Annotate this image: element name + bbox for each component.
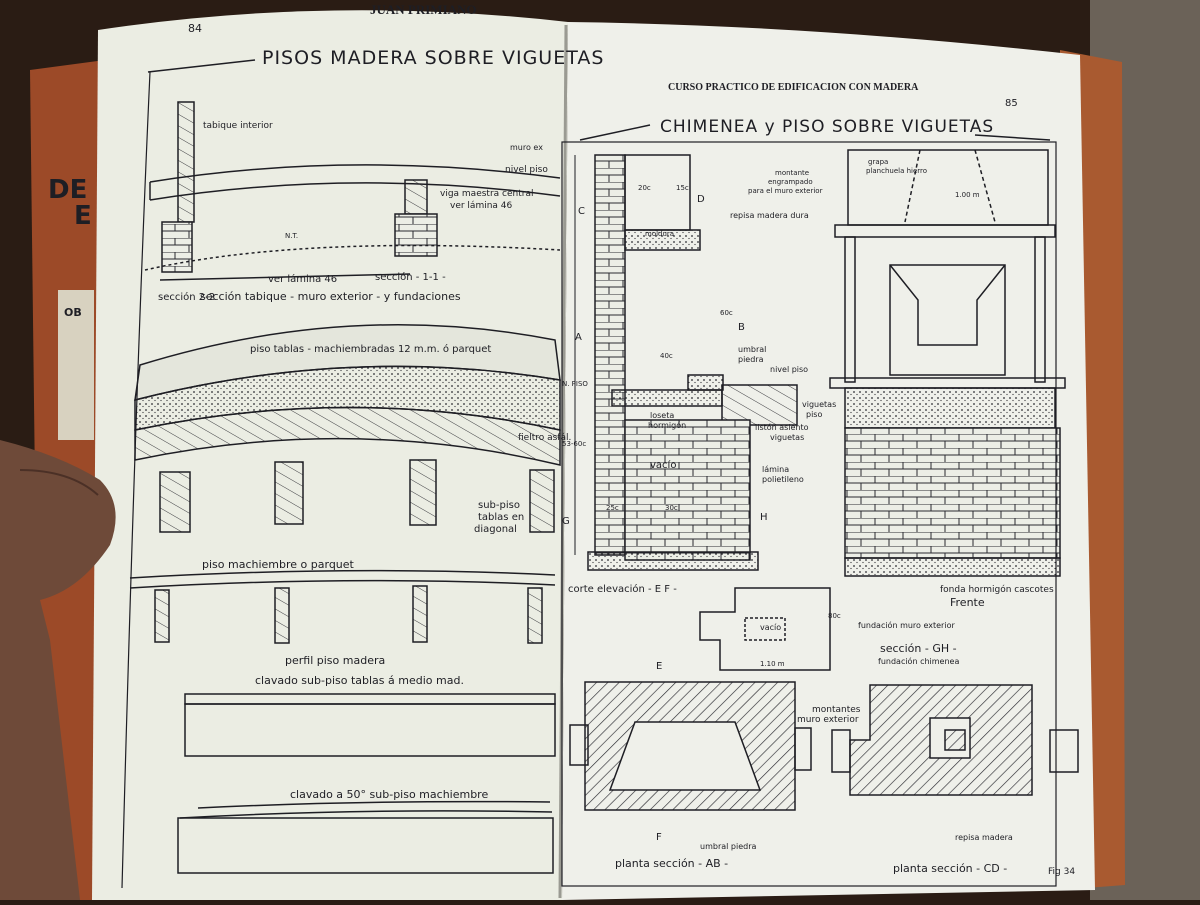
label-C: C <box>578 206 585 217</box>
label-liston-1: listón asiento <box>755 422 809 432</box>
left-title: PISOS MADERA SOBRE VIGUETAS <box>262 47 604 69</box>
plan-ab-drawing <box>569 681 812 811</box>
left-header: JUAN PRIMIANO <box>370 2 477 17</box>
label-seccion-22: sección 2-2 <box>158 291 215 303</box>
label-loseta-1: loseta <box>650 411 674 420</box>
label-nivel-piso: nivel piso <box>505 165 548 175</box>
label-perfil: perfil piso madera <box>285 654 385 667</box>
label-grapa-2: planchuela hierro <box>866 167 927 175</box>
label-fieltro: fieltro asfál. <box>518 433 571 443</box>
label-montantes-2: muro exterior <box>797 715 859 725</box>
floor-profile-drawing <box>129 569 556 644</box>
wall-section-drawing <box>144 101 561 281</box>
label-planta-ab: planta sección - AB - <box>615 857 728 870</box>
label-E: E <box>656 661 662 672</box>
label-vacio-gh: vacío <box>760 623 781 632</box>
label-subpiso-1: sub-piso <box>478 500 520 511</box>
right-title: CHIMENEA y PISO SOBRE VIGUETAS <box>660 117 994 137</box>
label-nt: N.T. <box>285 232 298 240</box>
label-nivel-piso-r: nivel piso <box>770 365 808 374</box>
label-verlamina: ver lámina 46 <box>268 273 337 285</box>
label-umbral-piedra: umbral piedra <box>700 842 756 851</box>
label-montante-3: para el muro exterior <box>748 187 823 195</box>
label-fundacion-chim: fundación chimenea <box>878 656 959 666</box>
label-moldura: moldura <box>645 230 674 238</box>
left-page-number: 84 <box>188 22 202 35</box>
label-viga-2: ver lámina 46 <box>450 201 513 211</box>
label-viga-1: viga maestra central <box>440 189 533 199</box>
label-seccion-gh: sección - GH - <box>880 642 957 655</box>
chimney-front-drawing <box>829 149 1066 577</box>
label-viguetas-2: piso <box>806 410 822 419</box>
label-n-piso: N. PISO <box>562 380 588 388</box>
label-frente: Frente <box>950 596 985 609</box>
svg-text:DE: DE <box>48 175 87 205</box>
label-subpiso-2: tablas en <box>478 512 524 523</box>
svg-text:E: E <box>74 201 92 231</box>
left-frame <box>121 71 151 889</box>
cover-label <box>58 290 94 440</box>
label-seccion-11: sección - 1-1 - <box>375 271 446 283</box>
dim-30c: 30c <box>665 504 678 512</box>
label-corte: corte elevación - E F - <box>568 583 677 595</box>
label-H: H <box>760 512 768 523</box>
nailing-drawing-2 <box>177 800 554 874</box>
chimney-section-drawing <box>574 154 798 571</box>
label-montante-2: engrampado <box>768 178 813 186</box>
label-muro-ex: muro ex <box>510 143 543 152</box>
label-clavado2: clavado a 50° sub-piso machiembre <box>290 788 488 801</box>
label-repisa: repisa madera dura <box>730 211 809 220</box>
floor-perspective-drawing <box>134 324 561 533</box>
nailing-drawing-1 <box>184 693 556 757</box>
label-piso-machiembre: piso machiembre o parquet <box>202 558 355 571</box>
right-frame <box>561 141 1057 887</box>
label-fonda: fonda hormigón cascotes <box>940 584 1054 595</box>
hand <box>0 440 116 900</box>
dim-80c: 80c <box>828 612 841 620</box>
label-subpiso-3: diagonal <box>474 524 517 535</box>
label-tabique: tabique interior <box>203 121 273 131</box>
label-umbral-1: umbral <box>738 345 766 354</box>
label-piso-tablas: piso tablas - machiembradas 12 m.m. ó pa… <box>250 343 491 355</box>
label-fig: Fig 34 <box>1048 867 1075 877</box>
label-fundacion-muro: fundación muro exterior <box>858 620 955 630</box>
label-loseta-2: hormigón <box>648 420 686 430</box>
section-gh-drawing <box>699 587 831 671</box>
dim-15c: 15c <box>676 184 689 192</box>
label-grapa-1: grapa <box>868 158 888 166</box>
label-clavado1: clavado sub-piso tablas á medio mad. <box>255 674 464 687</box>
right-header: CURSO PRACTICO DE EDIFICACION CON MADERA <box>668 82 919 93</box>
label-lamina-2: polietileno <box>762 475 804 484</box>
dim-40c: 40c <box>660 352 673 360</box>
dim-53-60c: 53-60c <box>562 440 586 448</box>
label-montante-1: montante <box>775 169 809 177</box>
label-A: A <box>575 332 582 343</box>
label-F: F <box>656 832 662 843</box>
svg-text:OB: OB <box>64 306 82 319</box>
label-100m: 1.00 m <box>955 191 980 199</box>
book-gutter <box>558 24 568 899</box>
right-page-number: 85 <box>1005 98 1018 109</box>
dim-110m: 1.10 m <box>760 660 785 668</box>
label-montantes-1: montantes <box>812 705 861 715</box>
label-seccion-tabique: sección tabique - muro exterior - y fund… <box>200 290 461 303</box>
label-viguetas-1: viguetas <box>802 400 836 409</box>
left-page <box>92 10 568 900</box>
label-G: G <box>562 516 570 527</box>
label-vacio: vacío <box>650 459 676 471</box>
label-umbral-2: piedra <box>738 355 764 364</box>
dim-25c: 25c <box>606 504 619 512</box>
label-B: B <box>738 322 745 333</box>
label-repisa-madera: repisa madera <box>955 833 1013 842</box>
label-lamina-1: lámina <box>762 465 789 474</box>
label-planta-cd: planta sección - CD - <box>893 862 1007 875</box>
dim-20c: 20c <box>638 184 651 192</box>
label-D: D <box>697 194 705 205</box>
label-liston-2: viguetas <box>770 433 804 442</box>
plan-cd-drawing <box>831 684 1079 796</box>
dim-60c: 60c <box>720 309 733 317</box>
